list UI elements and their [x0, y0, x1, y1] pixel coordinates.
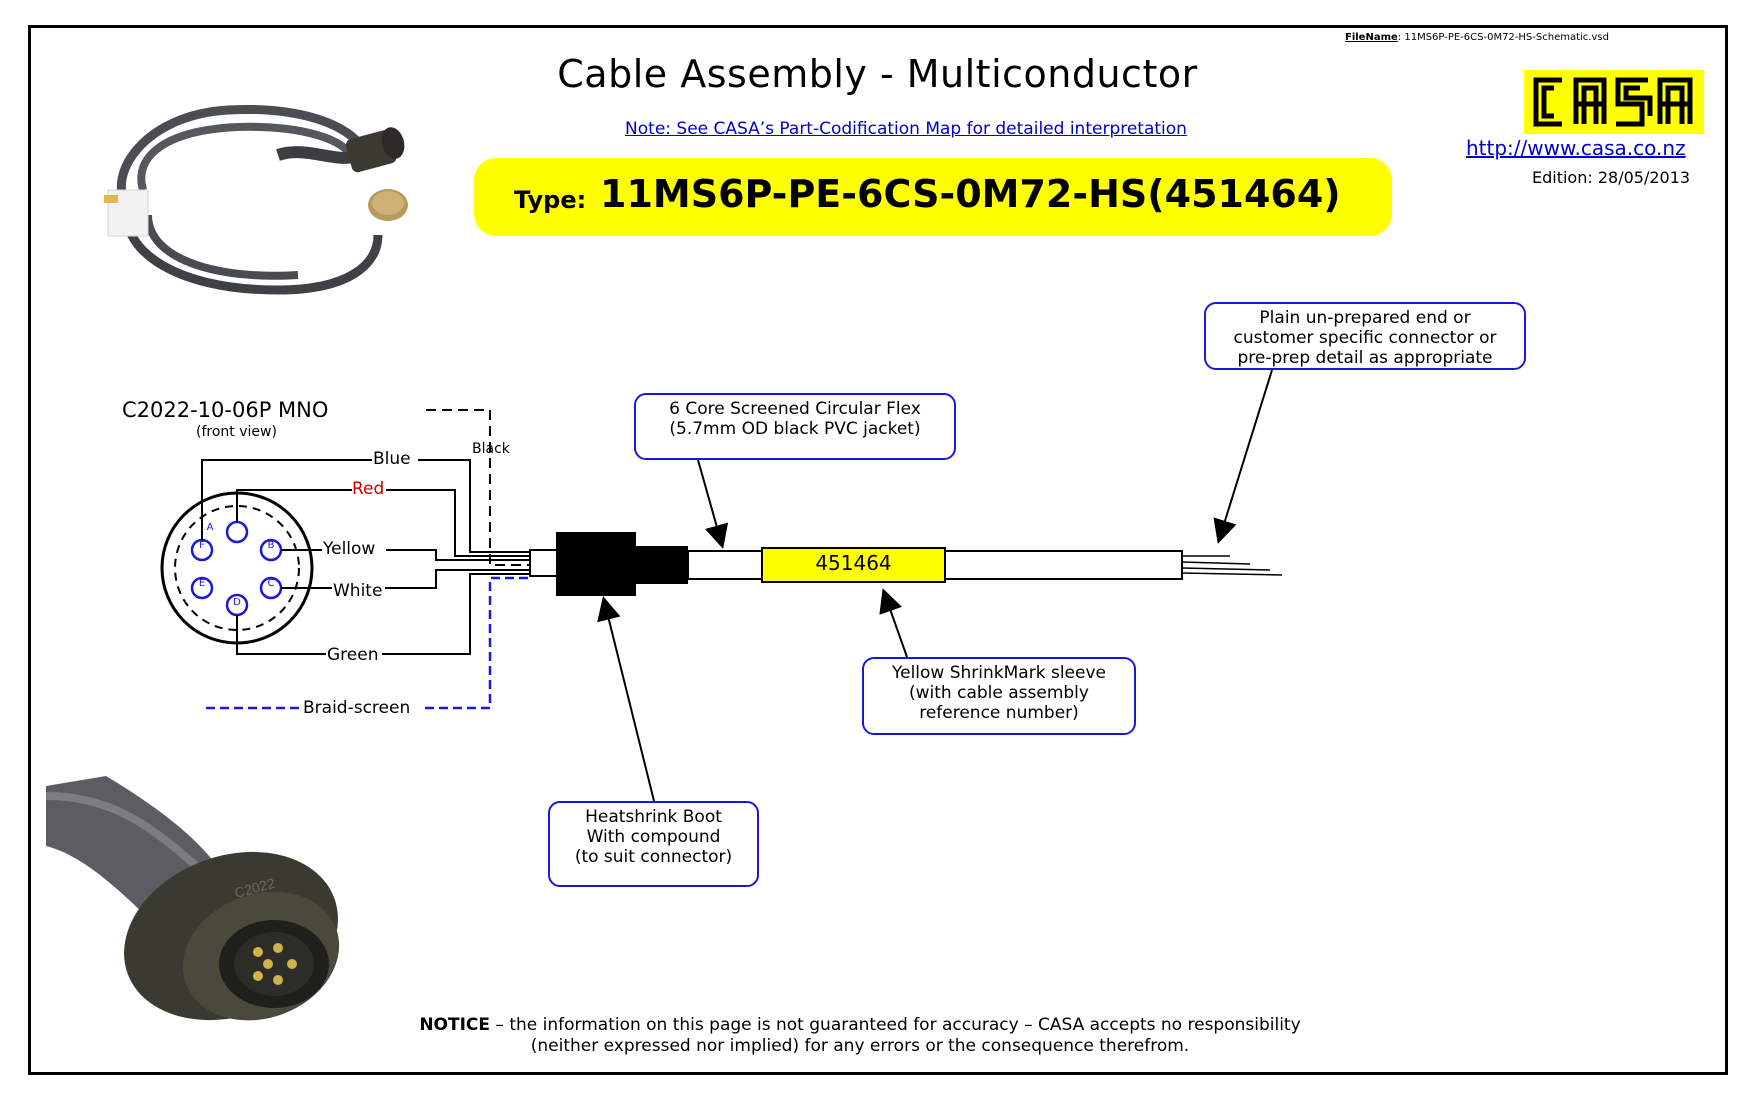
- sleeve-number: 451464: [815, 551, 892, 575]
- pin-A: [225, 520, 249, 544]
- filename: FileName: 11MS6P-PE-6CS-0M72-HS-Schemati…: [1345, 32, 1609, 43]
- wire-label-red: Red: [352, 479, 385, 499]
- wire-label-blue: Blue: [373, 449, 411, 469]
- callout-boot-line3: (to suit connector): [574, 847, 733, 867]
- connector-title: C2022-10-06P MNO: [122, 398, 329, 422]
- pin-label-e: E: [198, 578, 206, 589]
- notice-heading: NOTICE: [419, 1015, 491, 1035]
- notice-line1: – the information on this page is not gu…: [490, 1015, 1301, 1035]
- wires: [201, 409, 530, 655]
- filename-value: : 11MS6P-PE-6CS-0M72-HS-Schematic.vsd: [1397, 32, 1609, 43]
- wire-label-braid-screen: Braid-screen: [303, 698, 411, 718]
- callout-sleeve-line1: Yellow ShrinkMark sleeve: [892, 663, 1106, 683]
- casa-logo: [1524, 70, 1704, 134]
- shrinkmark-sleeve: [761, 547, 946, 583]
- wire-label-white: White: [333, 581, 383, 601]
- connector-subtitle: (front view): [196, 424, 277, 440]
- callout-plain-line2: customer specific connector or: [1233, 328, 1497, 348]
- connector-photo: C2022: [45, 776, 366, 1026]
- pin-label-d: D: [233, 597, 241, 608]
- wire-label-yellow: Yellow: [323, 539, 376, 559]
- callout-plain-end: Plain un-prepared end or customer specif…: [1204, 302, 1526, 370]
- disclaimer-notice: NOTICE – the information on this page is…: [0, 1015, 1720, 1057]
- callout-heatshrink-boot: Heatshrink Boot With compound (to suit c…: [548, 801, 759, 887]
- type-code: 11MS6P-PE-6CS-0M72-HS(451464): [600, 172, 1341, 216]
- casa-website-link[interactable]: http://www.casa.co.nz: [1466, 136, 1686, 160]
- cable-assembly-photo: [48, 85, 408, 315]
- casa-logo-graphic: [1524, 70, 1704, 134]
- callout-flex-line1: 6 Core Screened Circular Flex: [669, 399, 921, 419]
- callout-sleeve-line3: reference number): [919, 703, 1079, 723]
- cable-body: [529, 532, 1283, 596]
- callout-plain-line1: Plain un-prepared end or: [1259, 308, 1471, 328]
- wire-label-green: Green: [327, 645, 379, 665]
- type-banner: [474, 158, 1392, 236]
- callout-shrinkmark-sleeve: Yellow ShrinkMark sleeve (with cable ass…: [862, 657, 1136, 735]
- callout-sleeve-line2: (with cable assembly: [909, 683, 1089, 703]
- callout-boot-line1: Heatshrink Boot: [585, 807, 722, 827]
- callout-flex-line2: (5.7mm OD black PVC jacket): [669, 419, 921, 439]
- pin-label-c: C: [267, 578, 275, 589]
- wire-label-black: Black: [472, 441, 510, 457]
- notice-line2: (neither expressed nor implied) for any …: [530, 1036, 1190, 1056]
- connector-pins: [190, 520, 283, 617]
- callout-plain-line3: pre-prep detail as appropriate: [1237, 348, 1493, 368]
- codification-note-link[interactable]: Note: See CASA’s Part-Codification Map f…: [625, 119, 1187, 139]
- type-label: Type:: [514, 186, 587, 214]
- filename-label: FileName: [1345, 32, 1398, 43]
- page-title: Cable Assembly - Multiconductor: [557, 52, 1198, 96]
- callout-flex-cable: 6 Core Screened Circular Flex (5.7mm OD …: [634, 393, 956, 460]
- callout-boot-line2: With compound: [586, 827, 721, 847]
- pin-E: [190, 576, 214, 600]
- pin-label-b: B: [267, 540, 275, 551]
- edition-date: Edition: 28/05/2013: [1532, 168, 1691, 187]
- pin-label-f: F: [199, 540, 205, 551]
- callout-arrows: [597, 369, 1273, 802]
- pin-label-a: A: [206, 522, 214, 533]
